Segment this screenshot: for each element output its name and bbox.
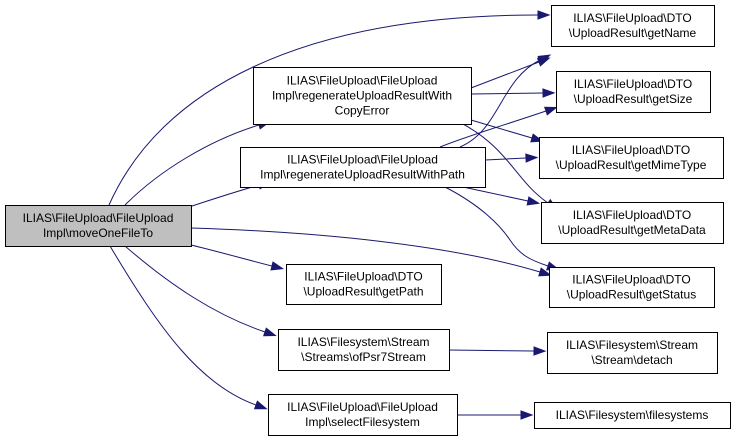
edge-regenPath-to-getMetaData — [462, 186, 541, 206]
node-getName[interactable]: ILIAS\FileUpload\DTO\UploadResult\getNam… — [551, 5, 715, 47]
node-getStatus[interactable]: ILIAS\FileUpload\DTO\UploadResult\getSta… — [549, 267, 715, 308]
arrowhead-icon — [542, 88, 556, 98]
edge-regenPath-to-getSize — [439, 106, 558, 148]
node-box — [268, 394, 458, 436]
arrowhead-icon — [263, 327, 277, 337]
arrowhead-icon — [526, 196, 541, 206]
edge-line — [124, 124, 260, 206]
edge-root-to-getName — [108, 10, 551, 206]
arrowhead-icon — [538, 267, 552, 277]
node-label: ILIAS\Filesystem\filesystems — [556, 408, 709, 422]
node-box — [240, 147, 486, 188]
arrowhead-icon — [544, 106, 558, 116]
node-label: \UploadResult\getStatus — [567, 288, 696, 302]
edge-line — [470, 61, 540, 89]
node-box — [286, 264, 442, 305]
node-box — [539, 137, 724, 179]
node-label: \UploadResult\getSize — [574, 92, 693, 106]
node-box — [551, 5, 715, 47]
node-label: \UploadResult\getPath — [303, 285, 423, 299]
arrowhead-icon — [520, 410, 534, 420]
node-regenCopyError[interactable]: ILIAS\FileUpload\FileUploadImpl\regenera… — [253, 67, 472, 125]
node-getMimeType[interactable]: ILIAS\FileUpload\DTO\UploadResult\getMim… — [539, 137, 724, 179]
edge-line — [462, 186, 529, 202]
edge-line — [190, 244, 273, 267]
node-regenPath[interactable]: ILIAS\FileUpload\FileUploadImpl\regenera… — [240, 147, 486, 188]
node-label: ILIAS\FileUpload\FileUpload — [23, 211, 174, 225]
edge-line — [108, 14, 539, 206]
node-getPath[interactable]: ILIAS\FileUpload\DTO\UploadResult\getPat… — [286, 264, 442, 305]
node-label: ILIAS\FileUpload\FileUpload — [287, 74, 438, 88]
edge-regenPath-to-getName — [459, 54, 552, 148]
node-box — [556, 71, 711, 113]
node-root[interactable]: ILIAS\FileUpload\FileUploadImpl\moveOneF… — [5, 205, 192, 247]
node-label: ILIAS\FileUpload\FileUpload — [287, 400, 438, 414]
edges — [108, 10, 560, 420]
arrowhead-icon — [270, 261, 285, 271]
arrowhead-icon — [533, 346, 547, 356]
node-box — [547, 332, 718, 374]
node-box — [534, 402, 731, 429]
edge-regenCopyError-to-getName — [470, 57, 551, 89]
edge-regenCopyError-to-getSize — [470, 88, 556, 98]
node-ofPsr7Stream[interactable]: ILIAS\Filesystem\Stream\Streams\ofPsr7St… — [278, 329, 450, 371]
edge-line — [109, 245, 257, 406]
node-label: Impl\moveOneFileTo — [43, 226, 153, 240]
node-label: \UploadResult\getMimeType — [556, 158, 707, 172]
edge-line — [439, 110, 547, 148]
node-label: \Streams\ofPsr7Stream — [301, 350, 426, 364]
arrowhead-icon — [525, 153, 539, 163]
node-label: ILIAS\FileUpload\DTO — [573, 208, 692, 222]
node-label: ILIAS\FileUpload\DTO — [573, 11, 692, 25]
node-box — [278, 329, 450, 371]
arrowhead-icon — [537, 10, 551, 20]
node-label: Impl\regenerateUploadResultWith — [272, 89, 452, 103]
node-label: ILIAS\FileUpload\DTO — [572, 143, 691, 157]
nodes: ILIAS\FileUpload\FileUploadImpl\moveOneF… — [5, 5, 731, 436]
node-box — [253, 67, 472, 125]
node-label: ILIAS\FileUpload\DTO — [574, 77, 693, 91]
node-label: ILIAS\FileUpload\FileUpload — [287, 153, 438, 167]
edge-line — [124, 245, 266, 333]
edge-regenPath-to-getMimeType — [484, 153, 539, 163]
edge-line — [462, 123, 549, 204]
edge-line — [470, 119, 533, 139]
node-label: \Stream\detach — [591, 353, 672, 367]
node-getMetaData[interactable]: ILIAS\FileUpload\DTO\UploadResult\getMet… — [541, 202, 724, 244]
node-label: CopyError — [335, 104, 390, 118]
edge-root-to-ofPsr7Stream — [124, 245, 277, 337]
node-label: ILIAS\FileUpload\DTO — [304, 270, 423, 284]
arrowhead-icon — [537, 54, 552, 65]
arrowhead-icon — [253, 400, 268, 410]
edge-line — [188, 184, 260, 208]
node-label: \UploadResult\getMetaData — [558, 223, 706, 237]
node-label: \UploadResult\getName — [569, 26, 697, 40]
node-getSize[interactable]: ILIAS\FileUpload\DTO\UploadResult\getSiz… — [556, 71, 711, 113]
node-filesystems[interactable]: ILIAS\Filesystem\filesystems — [534, 402, 731, 429]
edge-line — [444, 186, 549, 267]
edge-line — [484, 157, 527, 161]
node-box — [541, 202, 724, 244]
node-label: ILIAS\FileUpload\DTO — [572, 273, 691, 287]
edge-line — [448, 349, 535, 352]
node-selectFilesystem[interactable]: ILIAS\FileUpload\FileUploadImpl\selectFi… — [268, 394, 458, 436]
edge-root-to-getPath — [190, 244, 285, 271]
node-label: Impl\selectFilesystem — [305, 415, 420, 429]
edge-root-to-getStatus — [190, 227, 552, 277]
edge-root-to-selectFilesystem — [109, 245, 268, 410]
edge-line — [459, 59, 541, 148]
node-label: ILIAS\Filesystem\Stream — [297, 335, 429, 349]
node-detach[interactable]: ILIAS\Filesystem\Stream\Stream\detach — [547, 332, 718, 374]
node-box — [5, 205, 192, 247]
edge-selectFilesystem-to-filesystems — [457, 410, 534, 420]
node-box — [549, 267, 715, 308]
node-label: Impl\regenerateUploadResultWithPath — [260, 168, 465, 182]
edge-line — [190, 227, 541, 273]
edge-ofPsr7Stream-to-detach — [448, 346, 547, 356]
node-label: ILIAS\Filesystem\Stream — [566, 338, 698, 352]
